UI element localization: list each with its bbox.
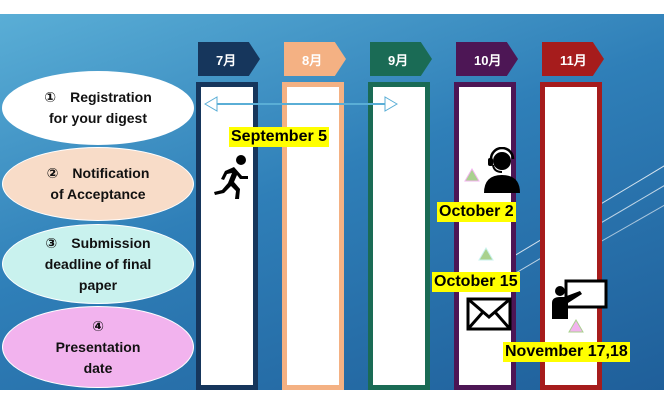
- label-presentation-dates: November 17,18: [503, 342, 630, 362]
- label-notification-date: October 2: [437, 202, 516, 222]
- month-label: 9月: [388, 52, 409, 68]
- step-presentation-label: ④ Presentation date: [55, 317, 141, 376]
- label-final-paper-deadline: October 15: [432, 272, 520, 292]
- timeline-slide: ① Registration for your digest ② Notific…: [0, 14, 664, 390]
- envelope-icon: [466, 297, 512, 331]
- step-presentation: ④ Presentation date: [2, 306, 194, 388]
- marker-triangle-notification: [464, 168, 480, 182]
- month-label: 8月: [302, 52, 323, 68]
- runner-icon: [214, 155, 248, 199]
- marker-triangle-submission: [478, 247, 494, 261]
- step-notification-label: ② Notification of Acceptance: [46, 165, 150, 202]
- month-column-sep: [368, 82, 430, 390]
- step-submission-label: ③ Submission deadline of final paper: [44, 234, 152, 293]
- step-submission: ③ Submission deadline of final paper: [2, 224, 194, 304]
- registration-period-arrow: [204, 96, 398, 112]
- presenter-icon: [552, 279, 608, 319]
- month-tab-nov: 11月: [542, 42, 604, 76]
- label-registration-deadline: September 5: [229, 127, 330, 147]
- month-label: 11月: [560, 52, 587, 68]
- month-tab-oct: 10月: [456, 42, 518, 76]
- step-registration-label: ① Registration for your digest: [44, 89, 152, 126]
- month-label: 10月: [474, 52, 502, 68]
- speaker-icon: [484, 147, 520, 193]
- month-tab-aug: 8月: [284, 42, 346, 76]
- marker-triangle-presentation: [568, 319, 584, 333]
- month-label: 7月: [216, 52, 237, 68]
- month-column-nov: [540, 82, 602, 390]
- month-column-oct: [454, 82, 516, 390]
- step-registration: ① Registration for your digest: [2, 71, 194, 145]
- month-tab-jul: 7月: [198, 42, 260, 76]
- month-tab-sep: 9月: [370, 42, 432, 76]
- step-notification: ② Notification of Acceptance: [2, 147, 194, 221]
